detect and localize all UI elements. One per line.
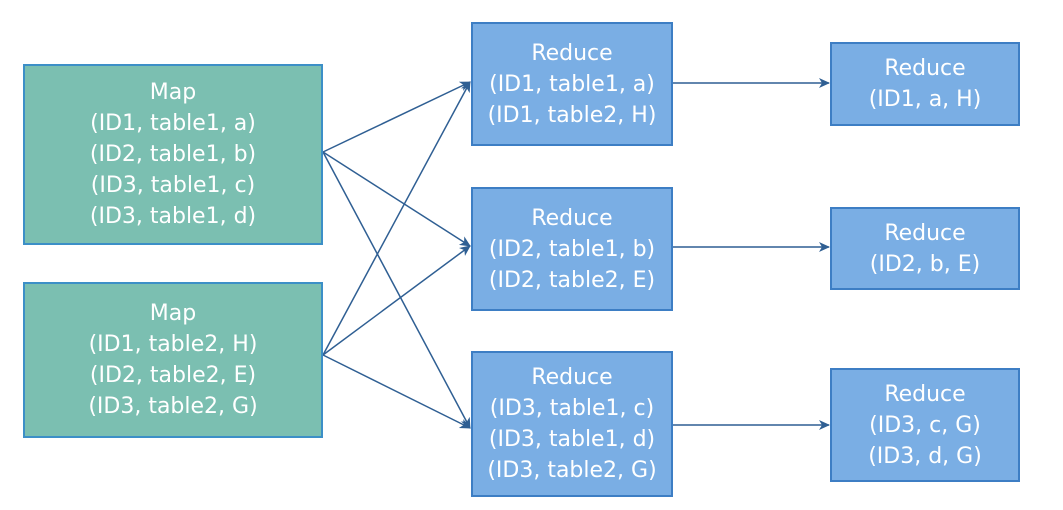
- reduce-node-3-record-2: (ID3, table1, d): [488, 427, 656, 452]
- final-reduce-node-1-record-1: (ID1, a, H): [868, 87, 982, 112]
- map-node-2-record-3: (ID3, table2, G): [88, 394, 258, 419]
- reduce-node-1-record-2: (ID1, table2, H): [487, 102, 657, 128]
- final-reduce-node-3: Reduce (ID3, c, G) (ID3, d, G): [830, 368, 1020, 482]
- map-node-2-record-2: (ID2, table2, E): [89, 363, 257, 388]
- reduce-node-3: Reduce (ID3, table1, c) (ID3, table1, d)…: [471, 351, 673, 497]
- map-node-2: Map (ID1, table2, H) (ID2, table2, E) (I…: [23, 282, 323, 438]
- map-node-2-record-1: (ID1, table2, H): [88, 332, 258, 357]
- map-node-1-title: Map: [149, 80, 197, 105]
- final-reduce-node-3-title: Reduce: [884, 381, 966, 407]
- final-reduce-node-2: Reduce (ID2, b, E): [830, 207, 1020, 290]
- edge-map-1-to-reduce-2: [322, 151, 471, 247]
- map-node-1: Map (ID1, table1, a) (ID2, table1, b) (I…: [23, 64, 323, 245]
- reduce-node-3-record-1: (ID3, table1, c): [489, 396, 655, 421]
- map-node-1-record-3: (ID3, table1, c): [90, 173, 256, 198]
- final-reduce-node-1: Reduce (ID1, a, H): [830, 42, 1020, 126]
- final-reduce-node-3-record-1: (ID3, c, G): [869, 412, 981, 438]
- map-node-1-record-4: (ID3, table1, d): [89, 204, 257, 229]
- reduce-node-2: Reduce (ID2, table1, b) (ID2, table2, E): [471, 187, 673, 311]
- edge-map-1-to-reduce-3: [322, 151, 471, 429]
- final-reduce-node-2-record-1: (ID2, b, E): [869, 251, 981, 277]
- reduce-node-2-record-1: (ID2, table1, b): [488, 236, 656, 262]
- reduce-node-1: Reduce (ID1, table1, a) (ID1, table2, H): [471, 22, 673, 146]
- edge-map-1-to-reduce-1: [322, 81, 471, 153]
- map-node-1-record-2: (ID2, table1, b): [89, 142, 257, 167]
- final-reduce-node-1-title: Reduce: [884, 56, 966, 81]
- final-reduce-node-2-title: Reduce: [884, 220, 966, 246]
- reduce-node-3-title: Reduce: [531, 365, 613, 390]
- map-node-2-title: Map: [149, 301, 197, 326]
- map-node-1-record-1: (ID1, table1, a): [90, 111, 256, 136]
- reduce-node-1-title: Reduce: [531, 40, 613, 66]
- edge-map-2-to-reduce-2: [322, 245, 471, 356]
- edge-map-2-to-reduce-3: [322, 354, 471, 429]
- edge-map-2-to-reduce-1: [322, 81, 471, 356]
- reduce-node-3-record-3: (ID3, table2, G): [487, 458, 657, 483]
- reduce-node-2-record-2: (ID2, table2, E): [488, 267, 656, 293]
- final-reduce-node-3-record-2: (ID3, d, G): [868, 443, 982, 469]
- reduce-node-1-record-1: (ID1, table1, a): [489, 71, 655, 97]
- reduce-node-2-title: Reduce: [531, 205, 613, 231]
